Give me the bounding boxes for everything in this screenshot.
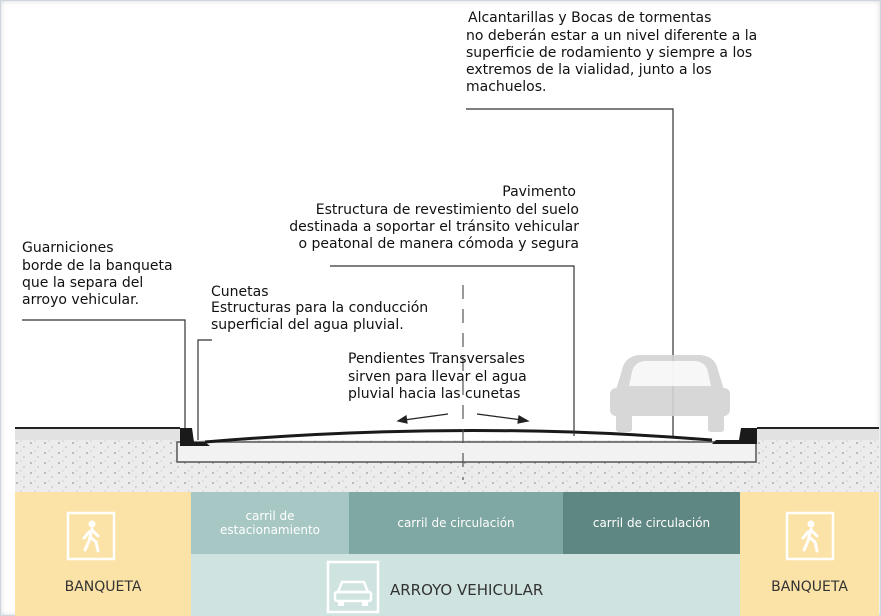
car-icon: [326, 560, 380, 614]
pedestrian-icon: [66, 511, 116, 561]
alcantarillas-body: no deberán estar a un nivel diferente a …: [466, 28, 758, 95]
parking-lane-band: [191, 492, 349, 554]
pavimento-title: Pavimento: [502, 184, 576, 200]
cunetas-body: Estructuras para la conducción superfici…: [211, 300, 429, 333]
guarniciones-body: borde de la banqueta que la separa del a…: [22, 258, 173, 308]
roadway-band: [191, 554, 740, 616]
leader-cunetas: [197, 339, 212, 440]
guarniciones-title: Guarniciones: [22, 240, 114, 256]
right-sidewalk-label: BANQUETA: [771, 579, 848, 595]
leader-pavimento: [330, 265, 575, 436]
left-sidewalk-slab: [15, 428, 180, 440]
leader-guarniciones: [22, 319, 186, 428]
lane-1-label: carril de circulación: [397, 516, 515, 530]
leader-alcantarillas: [466, 108, 674, 436]
pendientes-body: sirven para llevar el agua pluvial hacia…: [348, 369, 527, 402]
right-curb: [712, 428, 757, 444]
cunetas-title: Cunetas: [211, 284, 269, 300]
lane-2-band: [563, 492, 740, 554]
lane-1-band: [349, 492, 563, 554]
left-curb: [180, 428, 210, 446]
pavimento-body: Estructura de revestimiento del suelo de…: [289, 202, 579, 252]
left-sidewalk-label: BANQUETA: [64, 579, 142, 595]
pendientes-title: Pendientes Transversales: [348, 351, 525, 367]
road-subbase: [176, 441, 757, 463]
pedestrian-icon: [785, 511, 835, 561]
alcantarillas-title: Alcantarillas y Bocas de tormentas: [468, 10, 712, 26]
lane-2-label: carril de circulación: [592, 516, 711, 530]
roadway-label: ARROYO VEHICULAR: [390, 581, 544, 599]
right-sidewalk-slab: [757, 428, 879, 440]
slope-arrow-right: [476, 413, 530, 424]
slope-arrow-left: [396, 413, 449, 424]
parking-lane-label: carril de estacionamiento: [220, 509, 320, 537]
pavement-surface: [204, 428, 713, 444]
